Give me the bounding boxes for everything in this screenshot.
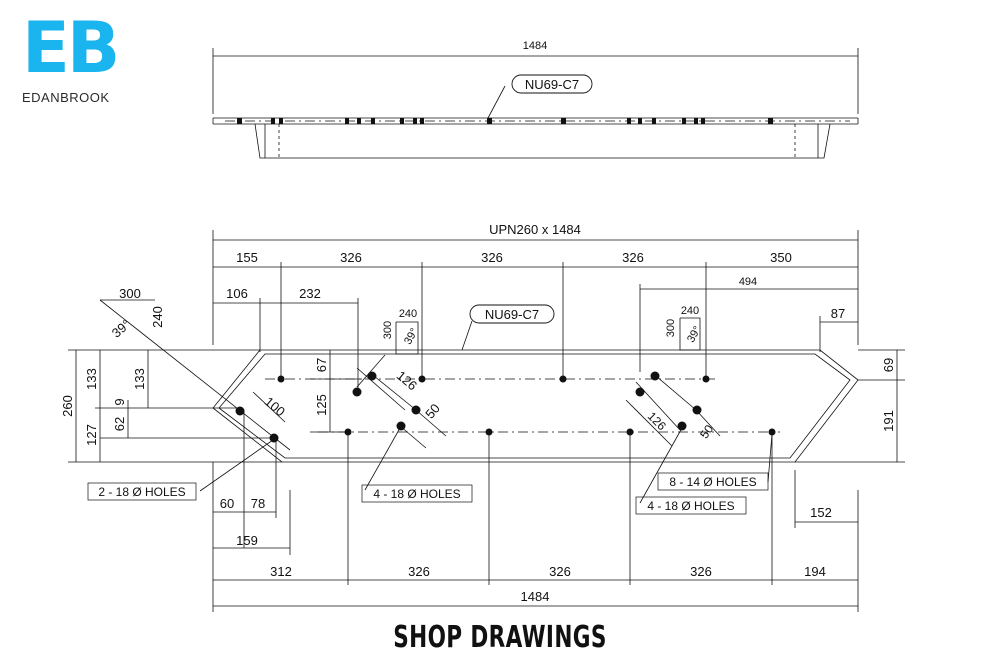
elevation-holes (237, 118, 773, 124)
vert-row-upper: 67 (314, 358, 329, 372)
plan-holes (235, 371, 776, 443)
right-vert-bottom: 191 (881, 410, 896, 432)
elevation-tag: NU69-C7 (525, 77, 579, 92)
left-end-h: 240 (150, 306, 165, 328)
callout-left: 2 - 18 Ø HOLES (98, 485, 185, 499)
top-dim-5: 350 (770, 250, 792, 265)
right-detail-d1: 126 (645, 409, 669, 433)
right-vert-top: 69 (881, 358, 896, 372)
callout-right-a: 8 - 14 Ø HOLES (669, 475, 756, 489)
bottom-left-a: 60 (220, 496, 234, 511)
logo-letters: EB (22, 7, 120, 89)
mid-detail-d1: 126 (394, 368, 420, 393)
vert-offset: 62 (112, 417, 127, 431)
vert-gap: 9 (112, 398, 127, 405)
callout-mid: 4 - 18 Ø HOLES (373, 487, 460, 501)
right-detail-h: 240 (681, 305, 699, 317)
top-dim-2: 326 (340, 250, 362, 265)
right-detail-d2: 50 (697, 422, 716, 441)
logo: EB EDANBROOK (22, 10, 122, 110)
plan-tag: NU69-C7 (485, 307, 539, 322)
bottom-dim-4: 326 (690, 564, 712, 579)
vert-lower: 127 (84, 424, 99, 446)
bottom-left-c: 159 (236, 533, 258, 548)
sub-dim-d: 87 (831, 306, 845, 321)
vert-total: 260 (60, 395, 75, 417)
callout-right-b: 4 - 18 Ø HOLES (647, 499, 734, 513)
plan-tag-box (469, 304, 555, 324)
mid-detail-h: 240 (399, 308, 417, 320)
top-dim-3: 326 (481, 250, 503, 265)
sub-dim-a: 106 (226, 286, 248, 301)
bottom-right-a: 152 (810, 505, 832, 520)
bottom-dim-1: 312 (270, 564, 292, 579)
bottom-dim-3: 326 (549, 564, 571, 579)
mid-detail-w: 300 (382, 321, 394, 339)
bottom-dim-2: 326 (408, 564, 430, 579)
right-detail-angle: 39° (685, 324, 704, 344)
logo-brand-name: EDANBROOK (22, 90, 110, 105)
bottom-left-b: 78 (251, 496, 265, 511)
left-end-w: 300 (119, 286, 141, 301)
bottom-dim-5: 194 (804, 564, 826, 579)
vert-row-spacing: 125 (314, 394, 329, 416)
elevation-tag-box (511, 74, 593, 94)
footer-title: SHOP DRAWINGS (393, 620, 607, 655)
top-dim-4: 326 (622, 250, 644, 265)
sub-dim-b: 232 (299, 286, 321, 301)
plan-title: UPN260 x 1484 (489, 222, 581, 237)
right-detail-w: 300 (665, 319, 677, 337)
left-end-diag: 100 (262, 394, 288, 419)
elevation-overall: 1484 (523, 40, 547, 52)
plan-overall: 1484 (521, 589, 550, 604)
left-end-angle: 39° (109, 316, 134, 340)
top-dim-1: 155 (236, 250, 258, 265)
vert-upper2: 133 (132, 368, 147, 390)
vert-upper: 133 (84, 368, 99, 390)
sub-dim-c: 494 (739, 276, 757, 288)
